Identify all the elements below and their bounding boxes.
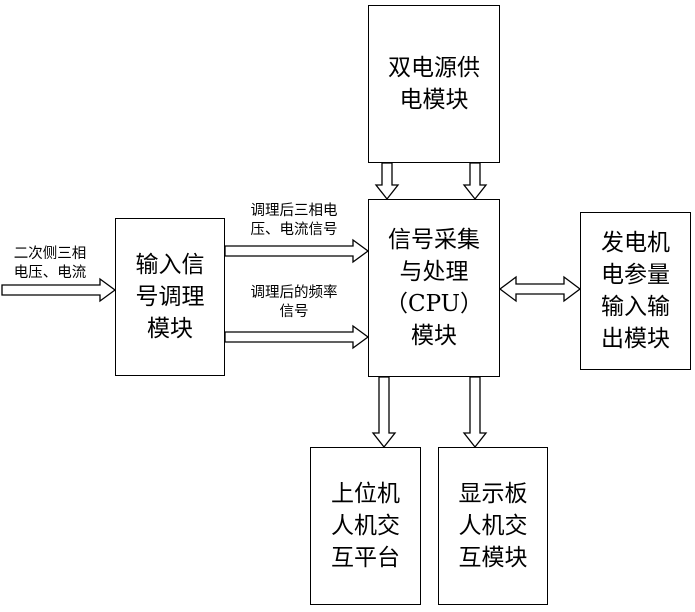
arrow-conditioning-to-cpu-freq [225, 326, 368, 348]
arrow-conditioning-to-cpu-vi [225, 240, 368, 262]
generator-io-label: 发电机 电参量 输入输 出模块 [601, 227, 670, 355]
display-hmi-module: 显示板 人机交 互模块 [438, 447, 548, 605]
arrow-cpu-to-host [373, 377, 395, 447]
conditioned-vi-label: 调理后三相电 压、电流信号 [232, 202, 356, 240]
display-hmi-label: 显示板 人机交 互模块 [459, 478, 528, 574]
arrow-cpu-generator-bidirectional [500, 277, 580, 301]
host-hmi-label: 上位机 人机交 互平台 [331, 478, 400, 574]
cpu-module-label: 信号采集 与处理 （CPU） 模块 [385, 224, 483, 352]
host-hmi-platform: 上位机 人机交 互平台 [310, 447, 421, 605]
dual-power-supply-label: 双电源供 电模块 [388, 52, 480, 116]
conditioned-frequency-label: 调理后的频率 信号 [232, 284, 356, 322]
input-signal-conditioning-label: 输入信 号调理 模块 [136, 249, 205, 345]
arrow-cpu-to-display [464, 377, 486, 447]
generator-io-module: 发电机 电参量 输入输 出模块 [580, 212, 691, 370]
dual-power-supply-module: 双电源供 电模块 [368, 5, 500, 163]
arrow-power-to-cpu-left [376, 163, 398, 199]
cpu-module: 信号采集 与处理 （CPU） 模块 [368, 199, 500, 377]
input-signal-conditioning-module: 输入信 号调理 模块 [115, 218, 225, 376]
arrow-power-to-cpu-right [464, 163, 486, 199]
input-signal-label: 二次侧三相 电压、电流 [0, 245, 100, 283]
